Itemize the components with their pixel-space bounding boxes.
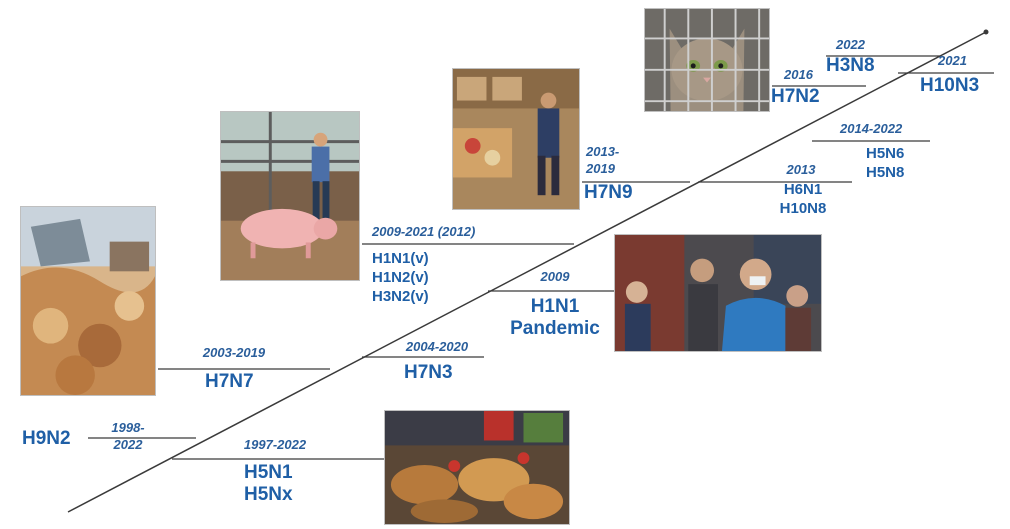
year-line: 2016 — [784, 67, 813, 82]
year-line: 2022 — [836, 37, 865, 52]
years-h3n8: 2022 — [836, 36, 865, 53]
timeline-axis — [67, 31, 987, 513]
years-h10n3: 2021 — [938, 52, 967, 69]
photo-poultry-litter — [20, 206, 156, 396]
year-line: 2009 — [540, 269, 570, 284]
subtype-line: H5N8 — [866, 164, 905, 181]
subtype-line: H10N8 — [779, 200, 827, 217]
year-line: 2014-2022 — [840, 121, 903, 136]
year-line: 2013- — [586, 144, 620, 159]
subtype-line: H5N1 — [244, 462, 293, 483]
subtype-line: H6N1 — [783, 181, 823, 198]
year-line: 2019 — [586, 161, 615, 176]
subtype-h10n3: H10N3 — [920, 75, 979, 97]
timeline-end-marker — [983, 29, 989, 35]
photo-live-bird-market — [452, 68, 580, 210]
subtype-line: H7N2 — [771, 86, 820, 107]
subtype-line: H9N2 — [22, 428, 71, 449]
years-h5n6: 2014-2022 — [840, 120, 902, 137]
years-h6n1: 2013 — [778, 161, 824, 178]
subtype-h9n2: H9N2 — [22, 428, 71, 450]
subtype-line: H7N7 — [205, 371, 254, 392]
photo-masked-students — [614, 234, 822, 352]
subtype-h3n8: H3N8 — [826, 55, 875, 77]
years-h7n9: 2013- 2019 — [586, 143, 619, 177]
subtype-line: H5N6 — [866, 145, 905, 162]
subtype-line: H3N8 — [826, 55, 875, 76]
year-line: 2009-2021 (2012) — [372, 224, 476, 239]
years-h7n2: 2016 — [784, 66, 813, 83]
year-line: 1998- — [111, 420, 145, 435]
subtype-line: H7N9 — [584, 182, 633, 203]
subtype-line: H10N3 — [920, 75, 980, 96]
subtype-h7n9: H7N9 — [584, 182, 633, 204]
subtype-h7n7: H7N7 — [205, 371, 254, 393]
subtype-h7n2: H7N2 — [771, 86, 820, 108]
photo-chickens — [384, 410, 570, 525]
subtypes-h6n1: H6N1 H10N8 — [772, 180, 834, 218]
subtype-line: H1N2(v) — [372, 269, 429, 286]
years-h9n2: 1998- 2022 — [100, 419, 156, 453]
years-pandemic: 2009 — [530, 268, 580, 285]
photo-cat — [644, 8, 770, 112]
subtypes-h1n1v: H1N1(v) H1N2(v) H3N2(v) — [372, 249, 429, 306]
year-line: 1997-2022 — [243, 437, 307, 452]
year-line: 2022 — [113, 437, 143, 452]
year-line: 2004-2020 — [405, 339, 469, 354]
subtype-line: H5Nx — [244, 484, 293, 505]
subtype-line: H1N1 — [530, 296, 580, 317]
years-h5n1: 1997-2022 — [230, 436, 320, 453]
years-h7n3: 2004-2020 — [392, 338, 482, 355]
subtype-h7n3: H7N3 — [404, 362, 453, 384]
subtypes-pandemic: H1N1 Pandemic — [496, 296, 614, 340]
subtype-line: Pandemic — [510, 318, 600, 339]
photo-pig-show — [220, 111, 360, 281]
subtype-line: H3N2(v) — [372, 288, 429, 305]
subtypes-h5n6: H5N6 H5N8 — [866, 144, 904, 182]
years-h7n7: 2003-2019 — [186, 344, 282, 361]
subtype-line: H1N1(v) — [372, 250, 429, 267]
subtypes-h5n1: H5N1 H5Nx — [244, 462, 293, 506]
subtype-line: H7N3 — [404, 362, 453, 383]
year-line: 2013 — [786, 162, 816, 177]
year-line: 2003-2019 — [202, 345, 266, 360]
year-line: 2021 — [938, 53, 967, 68]
years-h1n1v: 2009-2021 (2012) — [372, 223, 475, 240]
